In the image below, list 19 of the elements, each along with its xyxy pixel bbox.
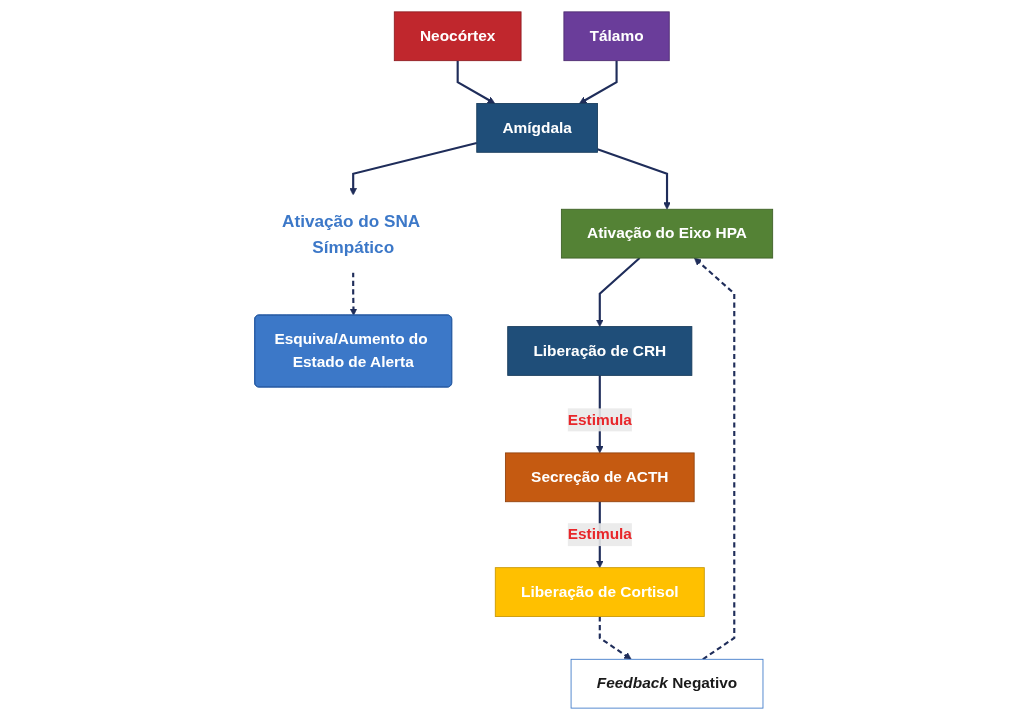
arrow bbox=[598, 616, 632, 660]
arrow bbox=[578, 60, 618, 104]
arrow bbox=[456, 60, 495, 104]
node-box: Amígdala bbox=[476, 103, 598, 153]
arrow bbox=[349, 272, 357, 316]
node-text: Ativação do SNA Símpático bbox=[281, 211, 420, 256]
node-box: Neocórtex bbox=[393, 11, 522, 62]
node-box: Liberação de Cortisol bbox=[494, 567, 705, 617]
arrow bbox=[349, 141, 477, 196]
arrow bbox=[693, 257, 736, 661]
node-box: Secreção de ACTH bbox=[504, 452, 695, 503]
edge-label: Estimula bbox=[567, 410, 632, 429]
arrow bbox=[595, 257, 641, 327]
arrow bbox=[596, 148, 671, 210]
node-box: Tálamo bbox=[563, 11, 670, 62]
node-box: Liberação de CRH bbox=[507, 326, 693, 376]
edge-label: Estimula bbox=[567, 525, 632, 543]
node-box: Feedback Negativo bbox=[570, 658, 764, 709]
node-box: Ativação do Eixo HPA bbox=[560, 208, 773, 259]
